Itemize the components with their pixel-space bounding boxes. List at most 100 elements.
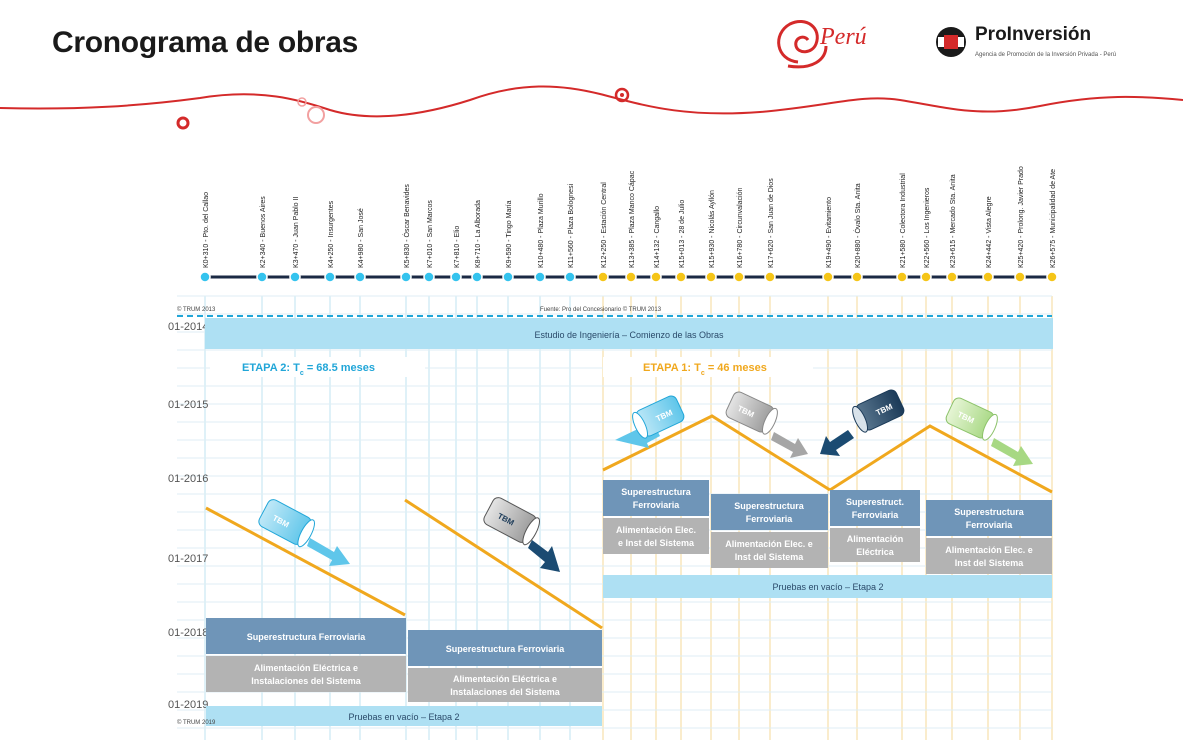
station-label: K10+480 - Plaza Murillo — [538, 193, 545, 268]
block-pruebas-e1 — [603, 575, 1052, 598]
time-label: 01-2019 — [168, 699, 208, 711]
etapa1-label-box — [603, 357, 813, 377]
station-label: K12+250 - Estación Central — [601, 182, 608, 268]
station-label: K24+442 - Vista Alegre — [986, 196, 993, 268]
block-text: Superestructura — [954, 507, 1025, 517]
peru-wordmark: Perú — [820, 24, 867, 50]
station-marker — [289, 271, 301, 283]
station-marker — [822, 271, 834, 283]
block-superestructura-e1-d — [926, 500, 1052, 536]
tbm-icon: TBM — [258, 499, 350, 566]
proinversion-logo-icon — [936, 27, 966, 57]
station-label: K11+560 - Plaza Bolognesi — [568, 183, 575, 268]
block-text: Ferroviaria — [633, 500, 681, 510]
tbm-icon: TBM — [945, 397, 1033, 466]
block-text: Ferroviaria — [966, 520, 1014, 530]
tbm-icon: TBM — [615, 395, 685, 448]
proinversion-wordmark: ProInversión — [975, 24, 1092, 45]
station-marker — [1014, 271, 1026, 283]
block-text: Alimentación Elec. e — [725, 539, 813, 549]
proinversion-tagline: Agencia de Promoción de la Inversión Pri… — [975, 52, 1117, 58]
block-alimentacion-e1-d — [926, 538, 1052, 574]
station-label: K9+590 - Tingo María — [506, 200, 513, 268]
station-label: K5+830 - Óscar Benavides — [402, 184, 411, 268]
station-marker — [851, 271, 863, 283]
time-axis: 01-201401-201501-201601-201701-201801-20… — [168, 321, 208, 711]
station-marker — [450, 271, 462, 283]
station-label: K19+490 - Evitamiento — [826, 197, 833, 268]
tunnel-line-etapa2-b — [404, 498, 603, 630]
station-label: K7+810 - Elio — [454, 226, 461, 268]
station-label: K15+930 - Nicolás Ayllón — [709, 190, 716, 268]
station-marker — [946, 271, 958, 283]
time-label: 01-2016 — [168, 473, 208, 485]
station-label: K3+470 - Juan Pablo II — [293, 197, 300, 268]
etapa1-label: ETAPA 1: Tc = 46 meses — [643, 362, 767, 377]
block-alimentacion-e1-a — [603, 518, 709, 554]
block-text: Alimentación Eléctrica e — [453, 674, 557, 684]
block-alimentacion-e2-b — [408, 668, 602, 702]
block-alimentacion-e1-c — [830, 528, 920, 562]
time-label: 01-2014 — [168, 321, 208, 333]
station-label: K21+580 - Colectora Industrial — [900, 173, 907, 268]
station-marker — [920, 271, 932, 283]
block-text: Alimentación Eléctrica e — [254, 663, 358, 673]
tbm-icon: TBM — [483, 497, 560, 572]
station-marker — [471, 271, 483, 283]
station-marker — [354, 271, 366, 283]
tbm-icon: TBM — [725, 391, 808, 458]
block-alimentacion-e2-a — [206, 656, 406, 692]
block-superestructura-e1-b — [711, 494, 828, 530]
block-text: Pruebas en vacío – Etapa 2 — [348, 712, 459, 722]
station-label: K23+615 - Mercado Sta. Anita — [950, 174, 957, 268]
etapa2-label: ETAPA 2: Tc = 68.5 meses — [242, 362, 375, 377]
block-alimentacion-e1-b — [711, 532, 828, 568]
tunnel-line-etapa2-a — [205, 506, 406, 617]
station-marker — [650, 271, 662, 283]
station-marker — [625, 271, 637, 283]
block-pruebas-e2 — [206, 706, 602, 726]
block-text: Instalaciones del Sistema — [450, 687, 561, 697]
station-label: K16+780 - Circunvalación — [737, 188, 744, 268]
block-text: Alimentación Elec. e — [945, 545, 1033, 555]
station-marker — [597, 271, 609, 283]
block-superestructura-e2-b — [408, 630, 602, 666]
tbm-icon: TBM — [820, 389, 905, 456]
station-label: K22+560 - Los Ingenieros — [924, 187, 931, 268]
banner-ingenieria — [205, 318, 1053, 349]
station-label: K15+013 - 28 de Julio — [679, 200, 686, 268]
time-label: 01-2015 — [168, 399, 208, 411]
station-marker — [423, 271, 435, 283]
station-label: K2+340 - Buenos Aires — [260, 196, 267, 268]
banner-ingenieria-label: Estudio de Ingeniería – Comienzo de las … — [534, 330, 724, 340]
block-text: Alimentación — [847, 534, 904, 544]
block-text: Pruebas en vacío – Etapa 2 — [772, 582, 883, 592]
block-text: Superestructura — [734, 501, 805, 511]
station-label: K17+620 - San Juan de Dios — [768, 178, 775, 268]
station-label: K13+385 - Plaza Manco Cápac — [629, 170, 636, 268]
block-superestructura-e2-a — [206, 618, 406, 654]
station-marker — [675, 271, 687, 283]
page-title: Cronograma de obras — [52, 26, 359, 59]
block-text: Ferroviaria — [746, 514, 794, 524]
station-marker — [256, 271, 268, 283]
station-marker — [896, 271, 908, 283]
block-superestructura-e1-a — [603, 480, 709, 516]
time-label: 01-2018 — [168, 627, 208, 639]
block-text: Instalaciones del Sistema — [251, 676, 362, 686]
station-label: K25+420 - Prolong. Javier Prado — [1018, 166, 1025, 268]
tunnel-line-etapa1-b — [829, 424, 1053, 494]
decorative-wave — [0, 85, 1183, 130]
block-text: Superestructura Ferroviaria — [446, 644, 566, 654]
station-label: K14+132 - Cangallo — [654, 206, 661, 268]
station-marker — [733, 271, 745, 283]
station-marker — [982, 271, 994, 283]
block-text: Superestructura — [621, 487, 692, 497]
station-marker — [705, 271, 717, 283]
station-label: K26+575 - Municipalidad de Ate — [1050, 169, 1057, 268]
station-marker — [400, 271, 412, 283]
block-text: Superestruct. — [846, 497, 904, 507]
note-bottom-left: © TRUM 2019 — [177, 719, 216, 726]
